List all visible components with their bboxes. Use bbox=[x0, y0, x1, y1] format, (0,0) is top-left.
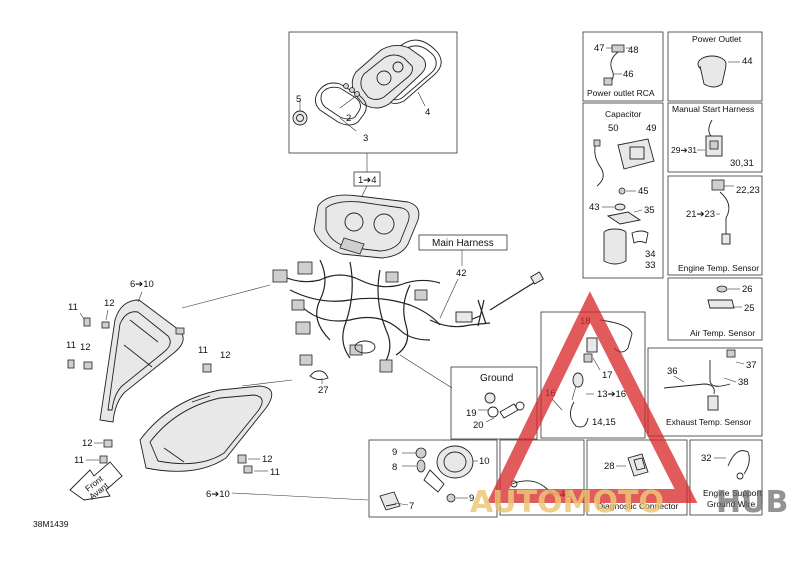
callout-48: 48 bbox=[628, 45, 639, 56]
gauge-screws bbox=[343, 83, 360, 97]
callout-14-15: 14,15 bbox=[592, 417, 616, 428]
range-29-31: 29➔31 bbox=[671, 145, 697, 155]
diagnostic-connector-box: 28 Diagnostic Connector bbox=[586, 439, 688, 516]
callout-4: 4 bbox=[425, 107, 430, 118]
engine-support-title-2: Ground Wire bbox=[707, 499, 755, 509]
callout-10: 10 bbox=[479, 456, 490, 467]
callout-33: 33 bbox=[645, 260, 656, 271]
exhaust-temp-title: Exhaust Temp. Sensor bbox=[666, 417, 752, 427]
front-direction-arrow: Front Avant bbox=[69, 461, 123, 502]
power-outlet-box: Power Outlet 44 bbox=[667, 31, 763, 102]
watermark-triangle bbox=[486, 291, 698, 503]
callout-20: 20 bbox=[473, 420, 484, 431]
callout-11c: 11 bbox=[198, 345, 208, 356]
callout-12e: 12 bbox=[262, 454, 273, 465]
callout-12a: 12 bbox=[104, 298, 115, 309]
power-outlet-rca-box: 47 48 46 Power outlet RCA bbox=[582, 31, 664, 102]
bulb-socket-box: 9 8 10 7 9 bbox=[368, 439, 498, 518]
callout-47: 47 bbox=[594, 43, 605, 54]
manual-start-harness-box: Manual Start Harness 29➔31 30,31 bbox=[667, 102, 763, 173]
power-outlet-title: Power Outlet bbox=[692, 34, 742, 44]
assembled-gauge-cluster bbox=[313, 194, 420, 259]
manual-start-title: Manual Start Harness bbox=[672, 104, 754, 114]
callout-12c: 12 bbox=[220, 350, 231, 361]
callout-11a: 11 bbox=[68, 302, 78, 313]
air-temp-title: Air Temp. Sensor bbox=[690, 328, 755, 338]
callout-17: 17 bbox=[602, 370, 613, 381]
callout-19: 19 bbox=[466, 408, 477, 419]
callout-44: 44 bbox=[742, 56, 753, 67]
callout-34: 34 bbox=[645, 249, 656, 260]
callout-49: 49 bbox=[646, 123, 657, 134]
callout-42: 42 bbox=[456, 268, 467, 279]
ground-title: Ground bbox=[480, 373, 513, 384]
diagram-code: 38M1439 bbox=[33, 519, 69, 529]
capacitor-title: Capacitor bbox=[605, 109, 642, 119]
callout-45: 45 bbox=[638, 186, 649, 197]
callout-11e: 11 bbox=[270, 467, 280, 478]
callout-37: 37 bbox=[746, 360, 757, 371]
callout-8: 8 bbox=[392, 462, 397, 473]
gauge-knob bbox=[292, 110, 308, 126]
callout-7: 7 bbox=[409, 501, 414, 512]
callout-5: 5 bbox=[296, 94, 301, 105]
range-6-10-left: 6➔10 bbox=[130, 279, 154, 290]
callout-43: 43 bbox=[589, 202, 600, 213]
callout-22-23: 22,23 bbox=[736, 185, 760, 196]
callout-11b: 11 bbox=[66, 340, 76, 351]
callout-35: 35 bbox=[644, 205, 655, 216]
exhaust-temp-sensor-box: 37 38 36 Exhaust Temp. Sensor bbox=[647, 347, 763, 437]
engine-temp-sensor-box: 22,23 21➔23 Engine Temp. Sensor bbox=[667, 175, 763, 276]
capacitor-box: Capacitor 50 49 45 43 35 34 33 bbox=[582, 102, 664, 279]
left-headlamp-upper bbox=[99, 299, 185, 423]
range-6-10-bottom: 6➔10 bbox=[206, 489, 230, 500]
gauge-cluster-box: 5 2 3 4 bbox=[288, 31, 458, 154]
callout-9a: 9 bbox=[392, 447, 397, 458]
engine-support-title-1: Engine Support bbox=[703, 488, 762, 498]
callout-2: 2 bbox=[346, 113, 351, 124]
range-21-23: 21➔23 bbox=[686, 209, 715, 220]
callout-12d: 12 bbox=[82, 438, 93, 449]
callout-38: 38 bbox=[738, 377, 749, 388]
callout-30-31: 30,31 bbox=[730, 158, 754, 169]
main-harness-label-box: Main Harness 42 bbox=[418, 234, 508, 319]
callout-46: 46 bbox=[623, 69, 634, 80]
callout-25: 25 bbox=[744, 303, 755, 314]
engine-support-ground-box: 32 Engine Support Ground Wire bbox=[689, 439, 763, 516]
left-headlamp-lower bbox=[139, 385, 273, 472]
diagnostic-title: Diagnostic Connector bbox=[597, 501, 678, 511]
callout-9b: 9 bbox=[469, 493, 474, 504]
watermark-text-left: AUTOMOTO bbox=[470, 485, 664, 520]
callout-27: 27 bbox=[318, 385, 329, 396]
callout-50: 50 bbox=[608, 123, 619, 134]
callout-28: 28 bbox=[604, 461, 615, 472]
callout-12b: 12 bbox=[80, 342, 91, 353]
callout-32: 32 bbox=[701, 453, 712, 464]
air-temp-sensor-box: 26 25 Air Temp. Sensor bbox=[667, 277, 763, 341]
power-outlet-rca-title: Power outlet RCA bbox=[587, 88, 655, 98]
callout-36: 36 bbox=[667, 366, 678, 377]
watermark-text-right: HUB bbox=[716, 485, 788, 520]
main-harness-title: Main Harness bbox=[432, 238, 494, 249]
range-1-4-label: 1➔4 bbox=[358, 175, 377, 186]
callout-11d: 11 bbox=[74, 455, 84, 466]
range-13-16: 13➔16 bbox=[597, 389, 626, 400]
callout-3: 3 bbox=[363, 133, 368, 144]
callout-26: 26 bbox=[742, 284, 753, 295]
engine-temp-title: Engine Temp. Sensor bbox=[678, 263, 759, 273]
watermark: AUTOMOTO HUB bbox=[470, 291, 788, 520]
main-harness: 27 bbox=[272, 259, 544, 396]
gauge-bezel bbox=[315, 82, 367, 126]
